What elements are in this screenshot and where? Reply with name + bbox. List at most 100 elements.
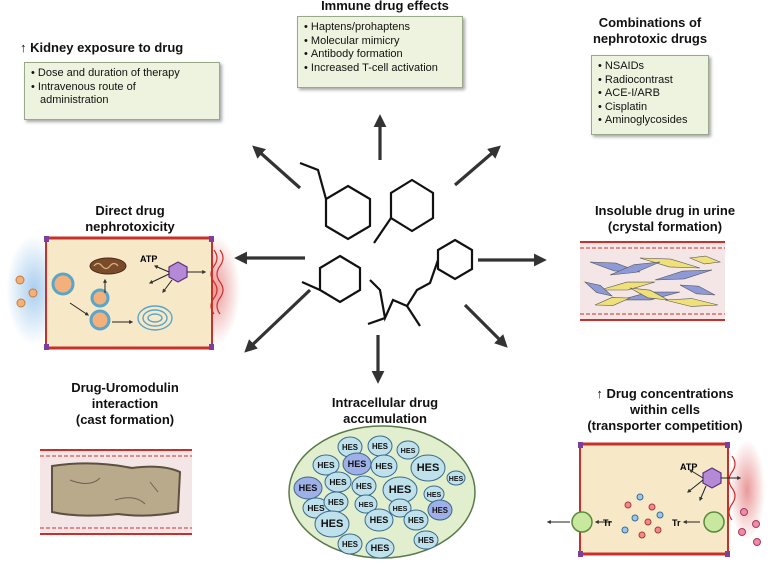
hes-vesicle [365,537,395,559]
direct-atp-label: ATP [140,254,157,264]
list-item: Aminoglycosides [598,114,702,128]
hes-label: HES [348,459,367,469]
crystal-shard [629,287,669,301]
immune-title: Immune drug effects [321,0,449,13]
hes-vesicle [410,454,446,482]
transporter-cell: ATP Tr Tr [546,440,765,557]
hes-label: HES [417,462,440,474]
hes-label: HES [307,503,325,513]
hes-label: HES [370,515,389,525]
hes-vesicle [354,494,378,514]
crystal-shard [679,284,716,296]
list-item: Increased T-cell activation [304,62,456,76]
direct-title-1: Direct drug [95,203,165,218]
hes-vesicle [370,454,398,478]
lysosome-icon [137,305,173,331]
intracellular-title-1: Intracellular drug [331,395,439,410]
hes-vesicle [403,509,429,531]
combo-title-2: nephrotoxic drugs [592,31,708,46]
crystals [583,255,722,307]
list-item: Intravenous route of [31,81,213,95]
hes-label: HES [427,492,442,499]
mitochondrion-icon [89,257,127,275]
central-molecules [299,161,474,327]
atp-pump-icon [168,261,188,283]
kidney-list: Dose and duration of therapy Intravenous… [24,62,220,120]
hes-label: HES [342,443,358,452]
list-item: Radiocontrast [598,74,702,88]
list-item: Molecular mimicry [304,35,456,49]
hes-label: HES [371,543,390,553]
hes-label: HES [432,506,448,515]
uromodulin-title-1: Drug-Uromodulin [71,380,179,395]
list-item: Cisplatin [598,101,702,115]
hes-vesicle [312,454,340,476]
transporter-left-icon [571,511,593,533]
crystal-shard [599,281,656,291]
hes-vesicle [293,476,323,500]
hes-label: HES [375,461,393,471]
hes-label: HES [299,483,318,493]
drug-molecules [621,493,761,546]
list-item: Haptens/prohaptens [304,21,456,35]
list-item: Dose and duration of therapy [31,67,213,81]
list-item: Antibody formation [304,48,456,62]
transport-title-1: ↑ Drug concentrations [596,386,734,401]
hes-label: HES [401,447,416,455]
hes-label: HES [356,482,372,491]
crystal-shard [664,298,719,307]
crystal-tubule [580,241,725,321]
cast-tubule [40,449,192,535]
hes-vesicle [364,508,394,532]
hes-label: HES [389,484,412,496]
hes-vesicle [446,470,466,486]
uromodulin-title-2: interaction [91,396,159,411]
list-item-continuation: administration [40,94,109,106]
direct-title-2: nephrotoxicity [85,219,175,234]
hes-vesicle [388,498,412,518]
immune-list: Haptens/prohaptens Molecular mimicry Ant… [297,16,463,88]
hes-label: HES [329,477,347,487]
atp-pump-icon [702,467,722,489]
insoluble-title-2: (crystal formation) [607,219,723,234]
crystal-shard [594,297,631,306]
hes-label: HES [359,501,374,509]
combo-title-1: Combinations of [598,15,702,30]
hes-label: HES [328,498,344,507]
transport-atp-label: ATP [680,462,697,472]
insoluble-title-1: Insoluble drug in urine [594,203,736,218]
crystal-shard [654,269,713,281]
hes-label: HES [372,442,388,451]
transporter-right-icon [703,511,725,533]
transport-title-2: within cells [629,402,701,417]
combo-list: NSAIDs Radiocontrast ACE-I/ARB Cisplatin… [591,55,709,135]
crystal-shard [583,281,614,297]
hes-vesicle [427,499,453,521]
hes-label: HES [408,516,424,525]
hes-label: HES [342,540,358,549]
list-item: NSAIDs [598,60,702,74]
hes-label: HES [418,536,434,545]
crystal-shard [688,255,722,265]
tr-label-right: Tr [672,518,681,528]
hes-label: HES [393,505,408,513]
hes-vesicle [413,530,439,550]
hes-label: HES [321,518,344,530]
hes-vesicle [337,533,363,555]
kidney-title: ↑ Kidney exposure to drug [20,40,184,55]
tr-label-left: Tr [603,518,612,528]
uromodulin-title-3: (cast formation) [75,412,175,427]
crystal-shard [609,261,661,276]
direct-nephrotoxicity-cell: ATP [6,235,240,350]
hes-label: HES [317,460,335,470]
hes-vesicle [396,440,420,460]
transport-title-3: (transporter competition) [587,418,743,433]
hes-vesicle [314,510,350,538]
intracellular-title-2: accumulation [343,411,427,426]
radiating-arrows [234,114,547,384]
crystal-shard [639,257,701,269]
list-item: ACE-I/ARB [598,87,702,101]
hes-label: HES [449,476,464,483]
